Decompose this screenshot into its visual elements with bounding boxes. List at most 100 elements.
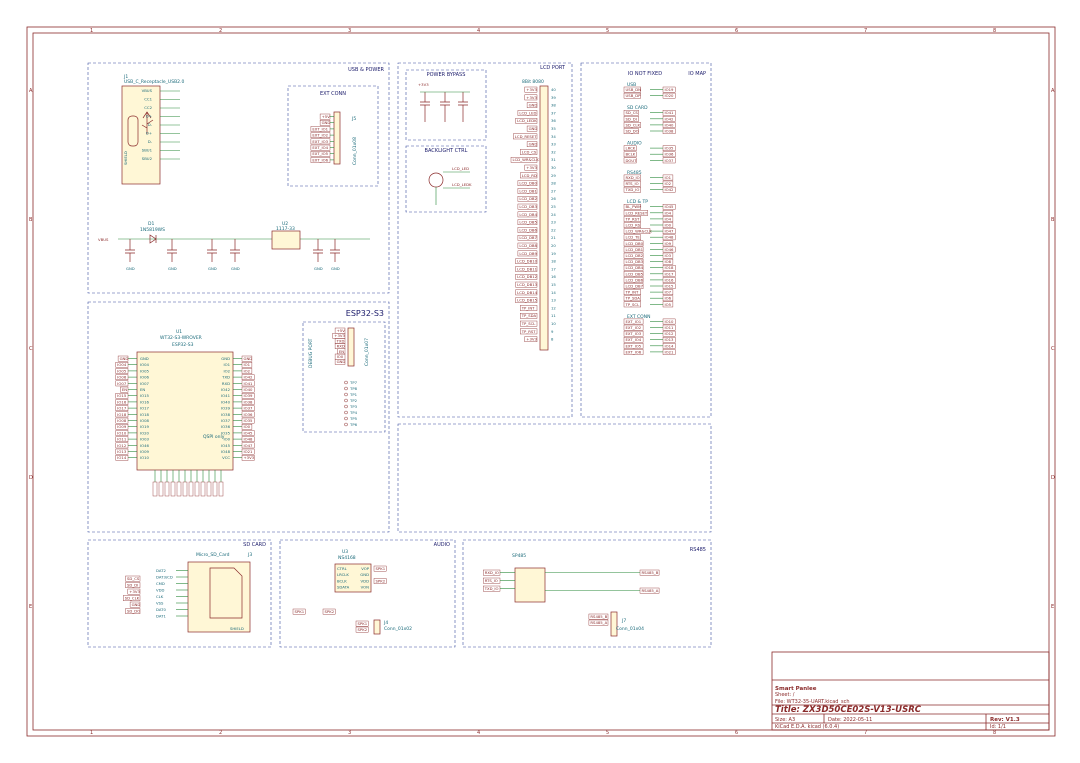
esp-left-pin: IO15 bbox=[140, 393, 150, 398]
tb-date: Date: 2022-05-11 bbox=[828, 717, 872, 723]
lcd-net-label-box bbox=[517, 250, 538, 257]
lcd-net-label-box bbox=[517, 242, 538, 249]
io-map-gpio: IO1 bbox=[665, 175, 672, 180]
io-map-net-box bbox=[623, 180, 641, 187]
usb-connector bbox=[121, 85, 161, 185]
u1-name: ESP32-S3 bbox=[172, 342, 194, 348]
esp-right-pin: IO38 bbox=[221, 412, 231, 417]
io-map-gpio: IO5 bbox=[665, 302, 672, 307]
ext-net-group: +5VGNDEXT_IO1EXT_IO2EXT_IO3EXT_IO4EXT_IO… bbox=[310, 113, 334, 163]
col-label-bottom: 8 bbox=[993, 730, 996, 736]
title-block bbox=[771, 651, 1050, 731]
esp-left-net: IO13 bbox=[117, 449, 127, 454]
col-label-bottom: 4 bbox=[477, 730, 480, 736]
row-label-right: B bbox=[1051, 217, 1055, 223]
ext-net-label: EXT_IO1 bbox=[312, 126, 328, 131]
debug-net-label: EN bbox=[339, 349, 344, 354]
io-map-net-box bbox=[623, 318, 644, 325]
lcd-net-label-box bbox=[520, 172, 538, 179]
esp-right-pin: IO39 bbox=[221, 406, 231, 411]
io-map-gpio: IO0 bbox=[665, 223, 672, 228]
lcd-pin-number: 8 bbox=[551, 337, 554, 342]
usb-shield-label: SHIELD bbox=[123, 151, 128, 165]
lcd-pin-number: 12 bbox=[551, 305, 556, 310]
esp-left-net-box bbox=[115, 368, 129, 374]
io-map-net: LCD_DB4 bbox=[626, 265, 644, 270]
rs485-conn-j7 bbox=[610, 611, 618, 637]
debug-net-label: +3V3 bbox=[334, 333, 345, 338]
ext-net-label: GND bbox=[322, 120, 331, 125]
lcd-net-label-box bbox=[515, 266, 538, 272]
j3-ref: J3 bbox=[247, 552, 252, 558]
esp-bottom-net-box bbox=[194, 481, 200, 497]
esp-right-pin: IO41 bbox=[221, 393, 231, 398]
io-map-net-box bbox=[623, 246, 644, 253]
esp-right-net: IO41 bbox=[244, 381, 254, 386]
esp-left-pin: IO10 bbox=[140, 455, 150, 460]
debug-net-label: IO0 bbox=[337, 354, 344, 359]
lcd-connector bbox=[539, 85, 549, 351]
lcd-net-label: LCD_DB12 bbox=[517, 274, 538, 279]
u2-value: 1117-33 bbox=[276, 226, 295, 232]
col-label-top: 2 bbox=[219, 28, 222, 34]
io-map-net: EXT_IO4 bbox=[626, 337, 642, 342]
esp-right-net: +3V3 bbox=[244, 455, 255, 460]
usb-pin: CC1 bbox=[144, 97, 152, 102]
esp-left-net: IO11 bbox=[117, 437, 127, 442]
block-title-audio: AUDIO bbox=[434, 542, 450, 548]
io-map-gpio: IO17 bbox=[665, 271, 675, 276]
lcd-pin-number: 11 bbox=[551, 313, 556, 318]
lcd-net-label: LCD_RESET bbox=[515, 134, 537, 139]
speaker-conn-j4 bbox=[373, 619, 381, 635]
lcd-net-label-box bbox=[520, 149, 538, 155]
d1-value: 1N5819WS bbox=[140, 227, 165, 233]
row-label-left: C bbox=[29, 346, 33, 352]
lcd-net-label: LCD_DB10 bbox=[517, 259, 538, 264]
test-point-icon bbox=[344, 380, 348, 385]
gnd-label: GND bbox=[208, 266, 217, 271]
lcd-net-label-box bbox=[524, 164, 538, 171]
block-title-power-bypass: POWER BYPASS bbox=[427, 72, 466, 78]
lcd-pin-number: 24 bbox=[551, 212, 556, 217]
esp-bottom-net-box bbox=[164, 481, 170, 497]
j7-value: Conn_01x04 bbox=[616, 626, 644, 632]
io-map-gpio: IO19 bbox=[665, 87, 675, 92]
u4-value: SP485 bbox=[512, 553, 526, 559]
ext-conn-j5 bbox=[333, 111, 341, 165]
esp-right-net-box bbox=[241, 386, 255, 393]
lcd-pin-number: 23 bbox=[551, 220, 556, 225]
io-map-net-box bbox=[623, 128, 639, 134]
j4-value: Conn_01x02 bbox=[384, 626, 412, 632]
io-map-net-box bbox=[623, 151, 637, 158]
row-label-right: E bbox=[1051, 604, 1054, 610]
block-title-esp32: ESP32-S3 bbox=[346, 309, 384, 318]
lcd-net-label-box bbox=[517, 227, 538, 233]
test-point-icon bbox=[344, 416, 348, 421]
io-map-net-box bbox=[623, 324, 644, 331]
qspi-label: QSPI only bbox=[203, 434, 225, 440]
lcd-net-label: LCD_DB8 bbox=[519, 243, 537, 248]
esp-bottom-net-box bbox=[218, 481, 224, 497]
io-map-net-box bbox=[623, 216, 641, 222]
esp-right-pin: IO37 bbox=[221, 418, 231, 423]
sd-net-label: GND bbox=[132, 602, 141, 607]
vbus-net-label: VBUS bbox=[98, 237, 109, 242]
io-map-net: EXT_IO2 bbox=[626, 325, 642, 330]
ext-net-label: EXT_IO2 bbox=[312, 133, 328, 138]
io-map-net-box bbox=[623, 109, 639, 116]
esp-right-net: IO2 bbox=[244, 368, 251, 373]
io-map-net-box bbox=[623, 203, 641, 210]
io-map-net: EXT_IO5 bbox=[626, 343, 642, 348]
lcd-net-label-box bbox=[520, 320, 538, 327]
test-point-label: TP1 bbox=[349, 392, 358, 397]
capacitor-icon bbox=[207, 239, 217, 262]
backlight-transistor-icon bbox=[428, 172, 444, 188]
io-map-gpio: IO38 bbox=[665, 129, 675, 134]
col-label-top: 8 bbox=[993, 28, 996, 34]
usb-pin: SBU1 bbox=[142, 148, 153, 153]
test-point-label: TP7 bbox=[349, 380, 358, 385]
io-map-net-box bbox=[623, 258, 644, 265]
